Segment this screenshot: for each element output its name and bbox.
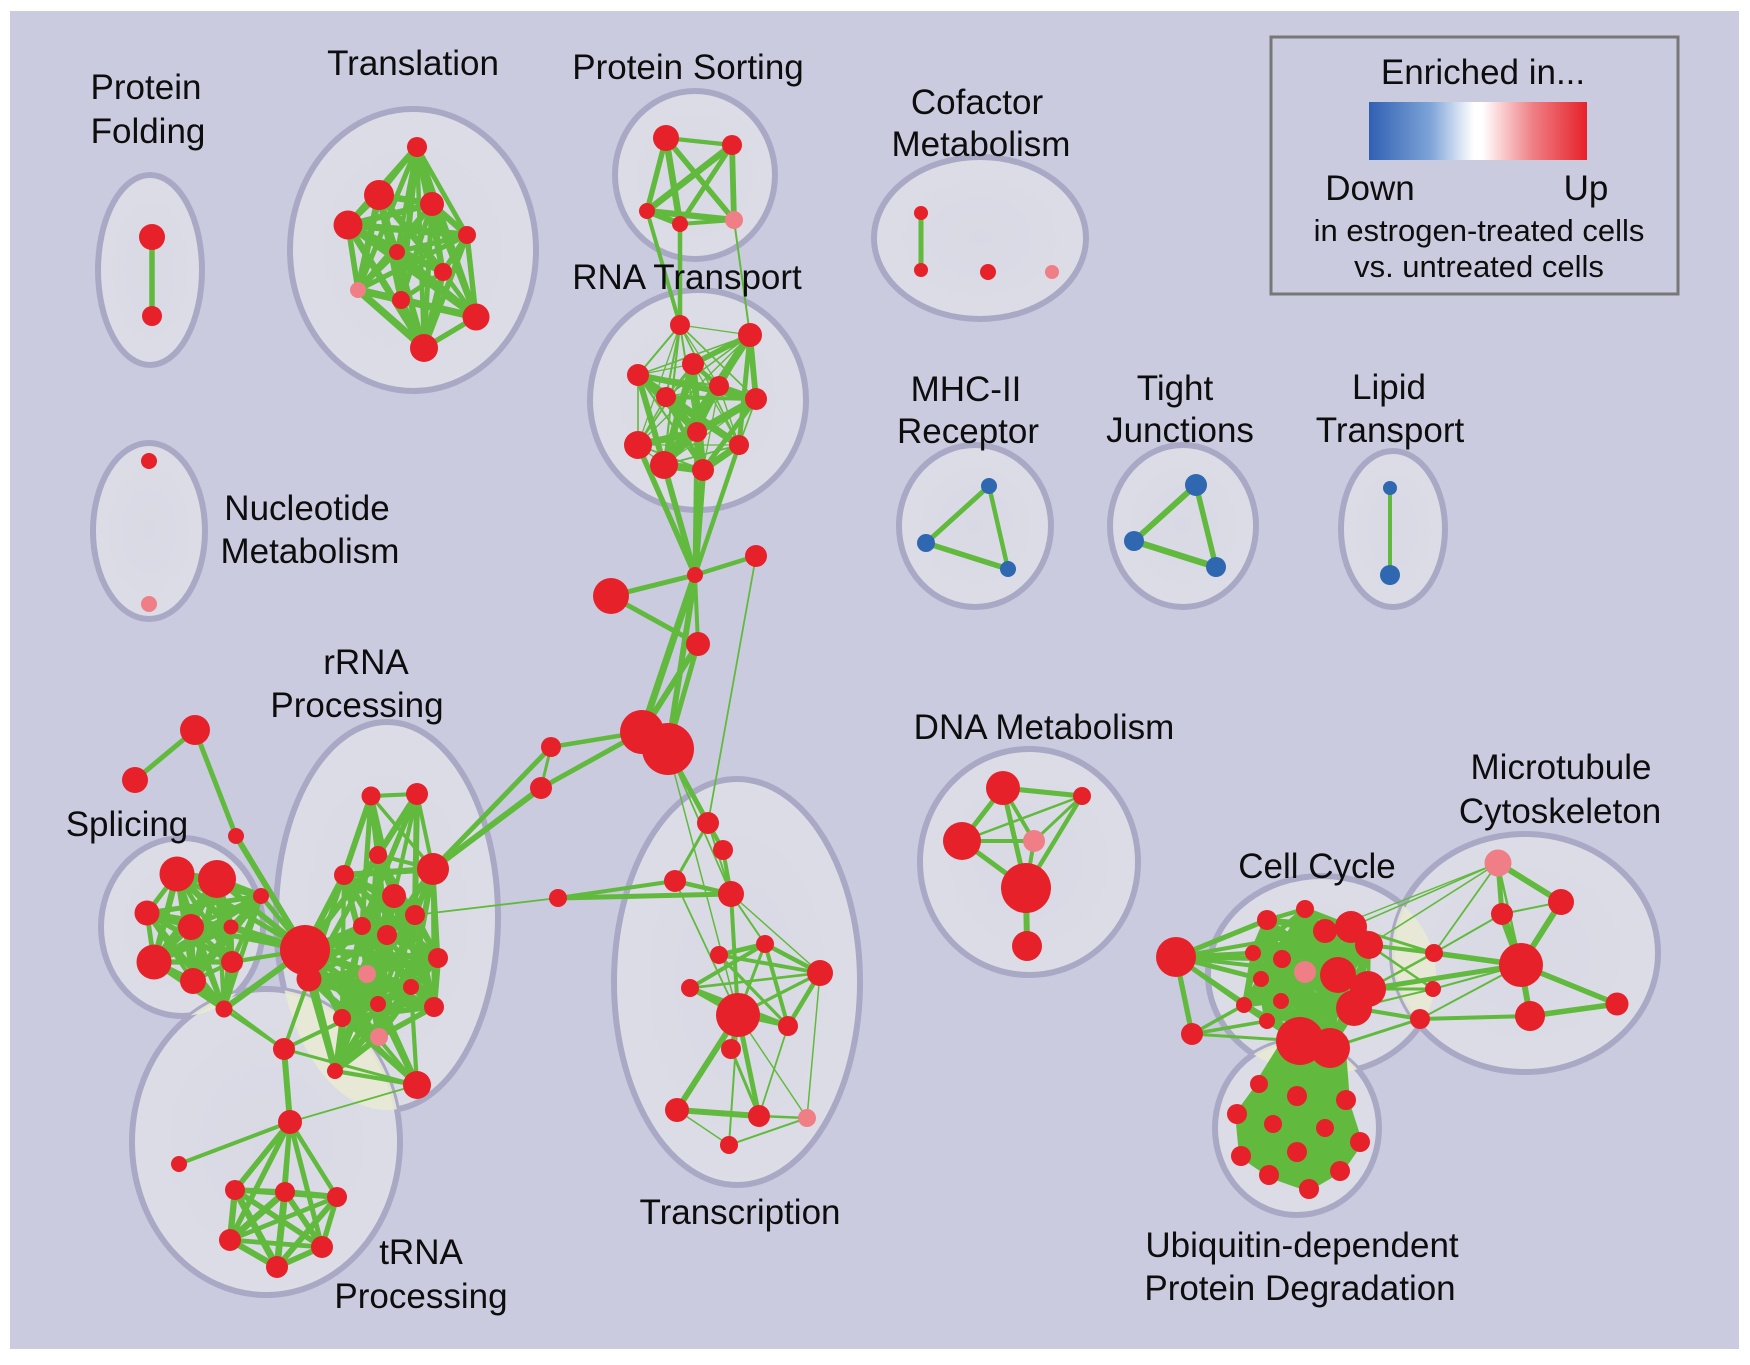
svg-text:Tight: Tight xyxy=(1137,369,1214,408)
svg-text:Lipid: Lipid xyxy=(1352,368,1426,407)
svg-text:Down: Down xyxy=(1325,169,1414,208)
svg-text:RNA Transport: RNA Transport xyxy=(572,258,802,297)
svg-text:Ubiquitin-dependent: Ubiquitin-dependent xyxy=(1145,1226,1459,1265)
svg-text:Enriched in...: Enriched in... xyxy=(1381,53,1585,92)
svg-text:tRNA: tRNA xyxy=(379,1233,463,1272)
svg-text:Up: Up xyxy=(1564,169,1609,208)
svg-text:Microtubule: Microtubule xyxy=(1471,748,1652,787)
svg-text:DNA Metabolism: DNA Metabolism xyxy=(914,708,1175,747)
svg-text:Metabolism: Metabolism xyxy=(221,532,400,571)
svg-text:in estrogen-treated cells: in estrogen-treated cells xyxy=(1314,213,1645,248)
svg-text:MHC-II: MHC-II xyxy=(911,370,1022,409)
svg-text:Receptor: Receptor xyxy=(897,412,1039,451)
svg-text:Protein Sorting: Protein Sorting xyxy=(572,48,804,87)
svg-text:Cell Cycle: Cell Cycle xyxy=(1238,847,1396,886)
svg-text:Protein: Protein xyxy=(91,68,202,107)
svg-text:Transcription: Transcription xyxy=(640,1193,841,1232)
svg-text:Folding: Folding xyxy=(91,112,206,151)
svg-text:Translation: Translation xyxy=(327,44,499,83)
svg-text:Metabolism: Metabolism xyxy=(892,125,1071,164)
svg-text:Nucleotide: Nucleotide xyxy=(224,489,389,528)
svg-text:Protein Degradation: Protein Degradation xyxy=(1144,1269,1455,1308)
svg-text:Cytoskeleton: Cytoskeleton xyxy=(1459,792,1661,831)
svg-text:Processing: Processing xyxy=(270,686,443,725)
svg-text:Transport: Transport xyxy=(1316,411,1465,450)
svg-text:Processing: Processing xyxy=(334,1277,507,1316)
svg-text:Junctions: Junctions xyxy=(1106,411,1254,450)
svg-text:vs. untreated cells: vs. untreated cells xyxy=(1354,249,1604,284)
svg-text:Splicing: Splicing xyxy=(66,805,189,844)
svg-text:Cofactor: Cofactor xyxy=(911,83,1044,122)
svg-text:rRNA: rRNA xyxy=(323,643,409,682)
